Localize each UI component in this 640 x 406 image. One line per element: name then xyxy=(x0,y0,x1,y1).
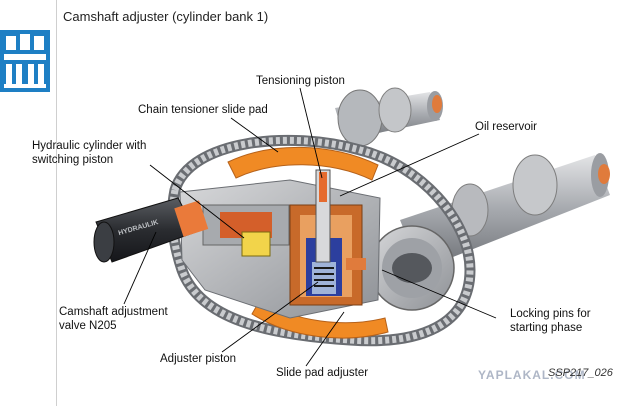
label-oil-reservoir: Oil reservoir xyxy=(475,121,537,133)
label-tensioning-piston: Tensioning piston xyxy=(256,75,345,87)
page-title: Camshaft adjuster (cylinder bank 1) xyxy=(63,9,269,24)
label-hydraulic-cylinder-line2: switching piston xyxy=(32,154,114,166)
figure-code: SSP217_026 xyxy=(548,367,613,379)
label-locking-pins-line2: starting phase xyxy=(510,322,583,334)
sidebar-divider xyxy=(56,0,57,406)
label-slide-pad-adjuster: Slide pad adjuster xyxy=(276,367,369,379)
lower-slide-pad xyxy=(251,299,389,339)
label-hydraulic-cylinder-line1: Hydraulic cylinder with xyxy=(32,140,147,152)
label-adjustment-valve-line2: valve N205 xyxy=(59,320,117,332)
label-adjustment-valve-line1: Camshaft adjustment xyxy=(59,306,168,318)
engine-section-icon xyxy=(0,30,50,92)
label-chain-tensioner-slide-pad: Chain tensioner slide pad xyxy=(138,104,268,116)
label-adjuster-piston: Adjuster piston xyxy=(160,353,237,365)
solenoid-valve: HYDRAULIK xyxy=(93,197,209,263)
camshaft-adjuster-illustration: HYDRAULIK xyxy=(93,87,610,367)
upper-camshaft xyxy=(335,87,443,147)
timing-chain xyxy=(166,134,476,347)
site-watermark: YAPLAKAL.COM xyxy=(478,368,586,382)
leader-lines xyxy=(123,87,497,367)
label-locking-pins-line1: Locking pins for xyxy=(510,308,591,320)
upper-slide-pad xyxy=(227,146,379,181)
adjuster-housing xyxy=(179,169,381,319)
camshaft-sprocket xyxy=(369,225,455,311)
